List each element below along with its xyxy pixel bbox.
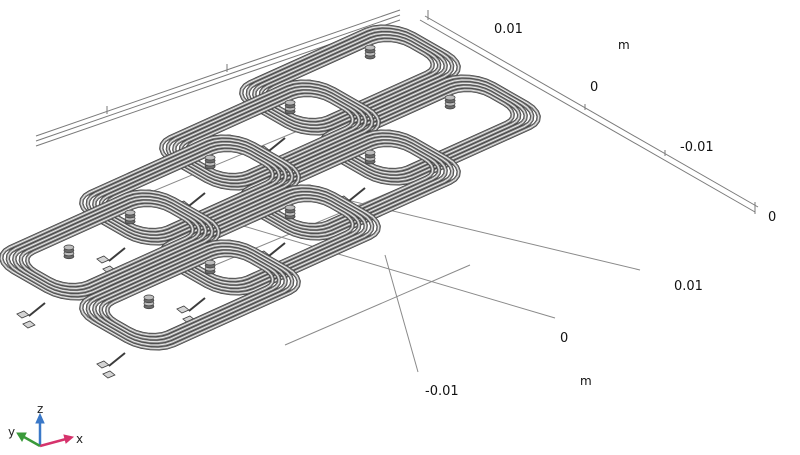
coil-turn	[106, 254, 274, 336]
coil-turn	[7, 194, 213, 296]
tick-label: 0	[560, 331, 568, 346]
tick-label: -0.01	[680, 140, 714, 155]
via-stack	[284, 99, 296, 115]
y-axis-label: y	[8, 425, 15, 439]
axis-unit-label: m	[618, 38, 630, 52]
coordinate-triad: z x y	[8, 402, 83, 448]
via-stack	[63, 244, 75, 260]
x-axis-label: x	[76, 432, 83, 446]
feed-lead	[28, 302, 46, 317]
coil-array[interactable]	[0, 24, 541, 379]
axis-unit-label: m	[580, 374, 592, 388]
feed-lead	[188, 192, 206, 207]
via-stack	[124, 209, 136, 225]
z-axis-label: z	[37, 402, 43, 416]
terminal-pad	[16, 310, 30, 319]
coil-turn	[93, 247, 287, 343]
y-axis-arrowhead	[16, 432, 27, 443]
terminal-pad	[102, 370, 116, 379]
feed-lead	[108, 247, 126, 262]
x-axis-arrowhead	[63, 434, 75, 444]
terminal-pad	[22, 320, 36, 329]
coil-turn	[80, 241, 300, 349]
terminal-pad	[176, 305, 190, 314]
y-axis-arrow	[23, 435, 41, 448]
via-stack	[444, 94, 456, 110]
coil[interactable]	[79, 239, 301, 379]
via-stack	[204, 154, 216, 170]
via-stack	[364, 44, 376, 60]
feed-lead	[108, 352, 126, 367]
tick-label: 0	[768, 210, 776, 225]
terminal-pad	[96, 255, 110, 264]
feed-lead	[268, 137, 286, 152]
feed-lead	[348, 187, 366, 202]
tick-label: 0.01	[674, 279, 703, 294]
via-stack	[143, 294, 155, 310]
z-axis-arrowhead	[35, 412, 45, 424]
coil-turn	[87, 244, 293, 346]
coil-turn	[0, 191, 220, 299]
tick-label: 0	[590, 80, 598, 95]
via-stack	[284, 204, 296, 220]
coil[interactable]	[0, 189, 221, 329]
tick-label: 0.01	[494, 22, 523, 37]
top-axis	[35, 9, 759, 214]
coil-turn	[13, 197, 207, 293]
axis-tick-labels: 0.01 0 -0.01 0 m 0.01 0 -0.01 m	[425, 22, 776, 399]
feed-lead	[268, 242, 286, 257]
via-stack	[204, 259, 216, 275]
via-stack	[364, 149, 376, 165]
tick-label: -0.01	[425, 384, 459, 399]
coil-turn	[26, 204, 194, 286]
coil-turn	[100, 251, 280, 339]
terminal-pad	[96, 360, 110, 369]
feed-lead	[188, 297, 206, 312]
x-axis-arrow	[39, 437, 67, 448]
coil-turn	[20, 201, 200, 289]
